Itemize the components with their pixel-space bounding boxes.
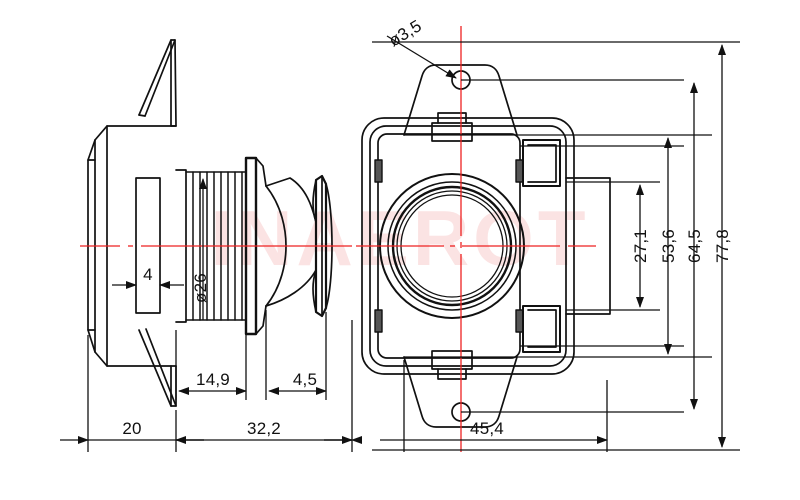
dim-flange-offset bbox=[175, 296, 247, 400]
watermark-text: INAEROT bbox=[211, 194, 590, 282]
front-latch-arm-upper bbox=[522, 139, 561, 187]
dim-label-mounting-hole-diameter: ø3,5 bbox=[385, 16, 425, 50]
dim-label-thread-diameter: ø26 bbox=[191, 273, 210, 303]
dim-mounting-hole-leader bbox=[386, 35, 457, 79]
watermark: INAEROT bbox=[211, 194, 590, 282]
dim-label-height-body: 53,6 bbox=[659, 229, 678, 263]
dim-overall-depth bbox=[176, 320, 362, 452]
front-extension-lines bbox=[372, 41, 740, 451]
front-side-key-right-lower bbox=[515, 309, 524, 333]
front-latch-arm-lower bbox=[522, 305, 561, 353]
side-upper-mounting-ear bbox=[138, 39, 177, 127]
dim-cap-depth bbox=[265, 310, 327, 400]
dim-label-cap-depth: 4,5 bbox=[293, 370, 317, 389]
dim-label-overall-depth: 32,2 bbox=[247, 419, 281, 438]
front-latch-tab-top bbox=[431, 112, 473, 142]
side-lower-mounting-ear bbox=[138, 328, 177, 407]
dim-label-flange-offset: 14,9 bbox=[196, 370, 230, 389]
dim-width-overall bbox=[380, 360, 608, 452]
dim-label-width-overall: 45,4 bbox=[470, 419, 504, 438]
dim-label-body-depth: 20 bbox=[122, 419, 141, 438]
dim-label-height-overall: 77,8 bbox=[713, 229, 732, 263]
front-side-key-upper bbox=[374, 159, 383, 183]
front-rear-body-block bbox=[565, 177, 611, 315]
front-latch-tab-bottom bbox=[431, 350, 473, 380]
front-side-key-right-upper bbox=[515, 159, 524, 183]
dim-label-height-flange: 64,5 bbox=[685, 229, 704, 263]
dim-label-slot-width: 4 bbox=[143, 265, 153, 284]
side-collar-disc bbox=[244, 156, 267, 336]
front-view-centerlines bbox=[356, 26, 596, 452]
side-view-dimensions bbox=[60, 178, 362, 452]
front-view-dimensions bbox=[372, 35, 740, 452]
dim-label-height-inner: 27,1 bbox=[631, 229, 650, 263]
front-side-key-lower bbox=[374, 309, 383, 333]
side-view-dimension-labels: 4 ø26 14,9 4,5 20 32,2 bbox=[122, 265, 317, 438]
